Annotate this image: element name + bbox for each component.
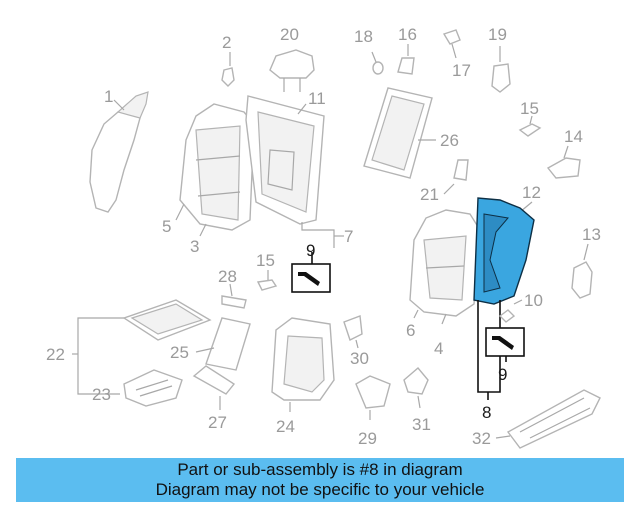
label-15-left: 15 [256,251,275,270]
label-1: 1 [104,87,113,106]
label-18: 18 [354,27,373,46]
part-21-clip: 21 [420,159,469,204]
label-23: 23 [92,385,111,404]
label-25: 25 [170,343,189,362]
part-7-leader: 7 [301,222,353,248]
part-32-long-cushion: 32 [472,389,601,449]
part-1-side-trim: 1 [89,87,149,213]
label-22: 22 [46,345,65,364]
parts-diagram: 1 2 3 5 11 20 7 [46,25,601,449]
part-15-pin-left: 15 [256,251,278,291]
part-3-seatback-cushion: 3 5 [162,103,255,256]
label-32: 32 [472,429,491,448]
part-14-guide: 14 [546,127,583,179]
info-banner: Part or sub-assembly is #8 in diagram Di… [16,458,624,502]
label-30: 30 [350,349,369,368]
part-16-latch: 16 [397,25,417,75]
label-9-left: 9 [306,241,315,260]
part-17-screw: 17 [442,29,471,80]
banner-line-1: Part or sub-assembly is #8 in diagram [177,460,463,479]
part-13-hook: 13 [571,225,601,299]
part-19-button: 19 [488,25,511,93]
label-3: 3 [190,237,199,256]
label-2: 2 [222,33,231,52]
label-16: 16 [398,25,417,44]
part-26-back-panel: 26 [363,87,459,179]
label-5: 5 [162,217,171,236]
part-27-small-board: 27 [192,365,236,432]
label-15-right: 15 [520,99,539,118]
label-13: 13 [582,225,601,244]
label-6: 6 [406,321,415,340]
label-31: 31 [412,415,431,434]
label-9-right: 9 [498,365,507,384]
part-30-bracket: 30 [343,315,369,368]
part-24-cushion-frame: 24 [271,317,335,436]
label-4: 4 [434,339,443,358]
part-28-strip: 28 [218,267,247,309]
part-29-bracket: 29 [355,375,391,448]
label-11: 11 [308,89,326,108]
part-2-clip: 2 [221,33,235,87]
label-28: 28 [218,267,237,286]
label-8: 8 [482,403,491,422]
part-11-seatback-frame: 11 [245,89,326,225]
part-20-headrest: 20 [269,25,315,92]
part-8-highlighted-panel: 8 [473,197,535,422]
label-17: 17 [452,61,471,80]
label-19: 19 [488,25,507,44]
part-23-heater-pad: 23 [92,369,183,407]
label-26: 26 [440,131,459,150]
label-7: 7 [344,227,353,246]
part-18-ring: 18 [354,27,384,75]
label-24: 24 [276,417,295,436]
label-12: 12 [522,183,541,202]
part-31-cover: 31 [403,367,431,434]
banner-line-2: Diagram may not be specific to your vehi… [155,480,485,499]
part-15-pin-right: 15 [518,99,542,137]
label-29: 29 [358,429,377,448]
label-20: 20 [280,25,299,44]
label-14: 14 [564,127,583,146]
label-10: 10 [524,291,543,310]
part-22-cushion-pad: 22 [46,299,212,395]
label-27: 27 [208,413,227,432]
part-9-bolt-right: 9 [485,327,525,384]
part-9-bolt-left: 9 [291,241,331,293]
part-10-nut: 10 [498,291,543,323]
part-4-seatback-right: 6 4 12 [406,183,541,358]
label-21: 21 [420,185,439,204]
part-25-board: 25 [170,317,251,371]
